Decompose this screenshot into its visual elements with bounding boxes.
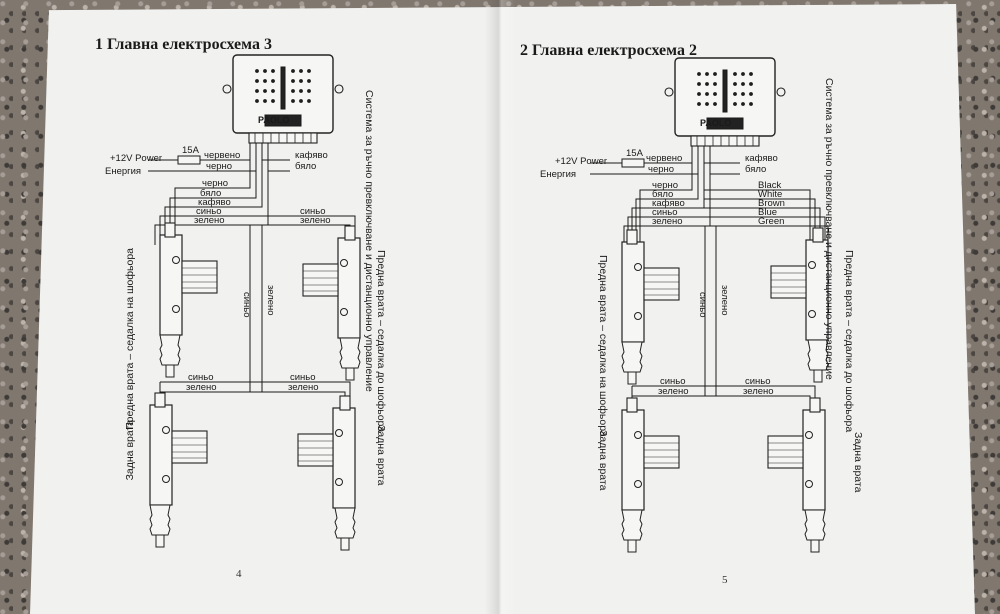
right-rear-right-actuator [767,397,826,553]
right-eng-black: Black [758,180,781,191]
left-fuse-label: 15A [182,145,200,156]
right-rear-green-left: зелено [658,386,689,397]
left-front-right-label: Предна врата – седалка до шофьора [375,250,387,432]
right-bundle-green: зелено [652,216,683,227]
left-side-label: Система за ръчно превключване и дистанци… [363,90,375,392]
left-rear-right-actuator [297,395,356,551]
right-energy-label: Енергия [540,169,576,180]
left-rear-blue-right: синьо [290,372,316,383]
right-front-driver-actuator [621,229,680,385]
right-rear-left-label: Задна врата [597,430,609,491]
right-bundle-brown: кафяво [652,198,685,209]
left-rear-green-right: зелено [288,382,319,393]
left-front-passenger-actuator [302,225,361,381]
left-module-brand: PAOLO [258,115,289,125]
right-page-title: 2 Главна електросхема 2 [520,42,697,59]
right-eng-green: Green [758,216,784,227]
left-bundle-blue: синьо [196,206,222,217]
right-rear-green-right: зелено [743,386,774,397]
left-wire-white: бяло [295,161,316,172]
left-front-left-label: Предна врата – седалка на шофьора [124,248,136,430]
right-wire-brown: кафяво [745,153,778,164]
left-energy-label: Енергия [105,166,141,177]
right-control-module [664,57,786,147]
right-side-label: Система за ръчно превключване и дистанци… [823,78,835,380]
right-fuse-label: 15A [626,148,644,159]
left-vert-blue: синьо [241,292,252,318]
left-control-module [222,54,344,144]
left-page-number: 4 [236,568,242,580]
right-eng-blue: Blue [758,207,777,218]
left-rear-left-label: Задна врата [124,420,136,481]
right-vert-green: зелено [719,285,730,316]
right-page-number: 5 [722,574,728,586]
right-rear-blue-left: синьо [660,376,686,387]
left-rear-blue-left: синьо [188,372,214,383]
left-wire-red: червено [204,150,240,161]
right-power-label: +12V Power [555,156,607,167]
left-bundle-black: черно [202,178,228,189]
left-front-driver-actuator [159,222,218,378]
left-rear-green-left: зелено [186,382,217,393]
left-rear-right-label: Задна врата [375,425,387,486]
left-page-title: 1 Главна електросхема 3 [95,36,272,53]
right-rear-blue-right: синьо [745,376,771,387]
left-rear-left-actuator [149,392,208,548]
right-wire-black: черно [648,164,674,175]
left-bundle-green: зелено [194,215,225,226]
right-module-brand: PAOLO [700,118,731,128]
left-right-blue: синьо [300,206,326,217]
right-bundle-blue: синьо [652,207,678,218]
left-wire-brown: кафяво [295,150,328,161]
right-bundle-black: черно [652,180,678,191]
left-power-label: +12V Power [110,153,162,164]
right-wire-red: червено [646,153,682,164]
right-front-left-label: Предна врата – седалка на шофьора [597,255,609,437]
right-wire-white: бяло [745,164,766,175]
left-vert-green: зелено [265,285,276,316]
right-eng-white: White [758,189,782,200]
left-wire-black: черно [206,161,232,172]
right-bundle-white: бяло [652,189,673,200]
left-right-green: зелено [300,215,331,226]
right-front-passenger-actuator [770,227,829,383]
booklet-fold [485,0,515,614]
right-front-right-label: Предна врата – седалка до шофьора [843,250,855,432]
right-vert-blue: синьо [697,292,708,318]
left-bundle-white: бяло [200,188,221,199]
right-rear-left-actuator [621,397,680,553]
right-rear-right-label: Задна врата [852,432,864,493]
right-eng-brown: Brown [758,198,785,209]
left-bundle-brown: кафяво [198,197,231,208]
